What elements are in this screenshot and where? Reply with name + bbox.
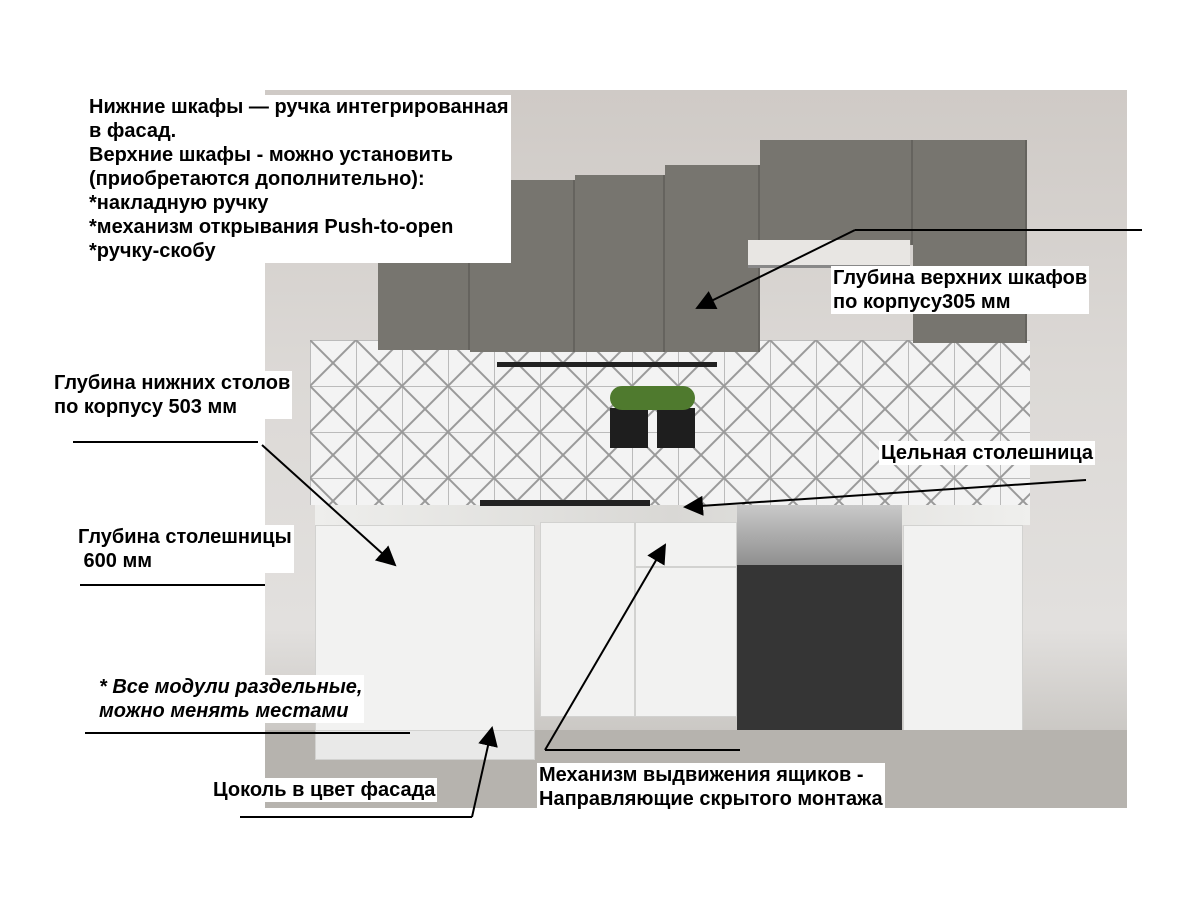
upper-cabinet: [575, 175, 665, 352]
text-line: Направляющие скрытого монтажа: [538, 788, 884, 810]
plant-pot: [610, 408, 648, 448]
upper-cabinet-over-hood: [760, 140, 913, 245]
countertop-depth-label: Глубина столешницы 600 мм: [76, 525, 294, 573]
plinth-label: Цоколь в цвет фасада: [211, 778, 438, 802]
plinth: [315, 730, 535, 760]
lower-cabinet: [635, 567, 737, 717]
countertop-solid-label: Цельная столешница: [879, 441, 1096, 465]
text-line: по корпусу 503 мм: [53, 396, 239, 418]
lower-cabinet-right: [903, 525, 1023, 760]
sink: [480, 500, 650, 506]
arrow: [471, 726, 498, 818]
text-line: *механизм открывания Push-to-open: [88, 216, 455, 238]
text-line: *накладную ручку: [88, 192, 270, 214]
handles-note: Нижние шкафы — ручка интегрированная в ф…: [87, 95, 511, 263]
lower-depth-label: Глубина нижних столов по корпусу 503 мм: [52, 371, 293, 419]
text-line: Нижние шкафы — ручка интегрированная: [88, 96, 510, 118]
stove-top: [737, 505, 902, 565]
text-line: Глубина верхних шкафов: [832, 267, 1089, 289]
rail: [497, 362, 717, 367]
text-line: * Все модули раздельные,: [98, 676, 364, 698]
modules-note: * Все модули раздельные, можно менять ме…: [97, 675, 365, 723]
upper-cabinet: [665, 165, 760, 352]
text-line: Глубина столешницы: [77, 526, 293, 548]
text-line: в фасад.: [88, 120, 178, 142]
text-line: можно менять местами: [98, 700, 350, 722]
plants: [610, 386, 695, 410]
arrow: [683, 479, 1087, 516]
text-line: Механизм выдвижения ящиков -: [538, 764, 865, 786]
plant-pot: [657, 408, 695, 448]
text-line: Верхние шкафы - можно установить: [88, 144, 455, 166]
arrow: [695, 229, 856, 309]
arrow: [544, 543, 667, 751]
text-line: по корпусу305 мм: [832, 291, 1012, 313]
lower-cabinet: [540, 522, 635, 717]
text-line: *ручку-скобу: [88, 240, 217, 262]
stove-oven: [737, 565, 902, 730]
text-line: Цельная столешница: [880, 442, 1095, 464]
text-line: Глубина нижних столов: [53, 372, 292, 394]
arrow: [261, 444, 397, 567]
drawer-mechanism-label: Механизм выдвижения ящиков - Направляющи…: [537, 763, 885, 811]
text-line: Цоколь в цвет фасада: [212, 779, 437, 801]
text-line: 600 мм: [77, 550, 154, 572]
text-line: (приобретаются дополнительно):: [88, 168, 426, 190]
upper-depth-label: Глубина верхних шкафов по корпусу305 мм: [831, 266, 1090, 314]
range-hood: [748, 240, 910, 268]
